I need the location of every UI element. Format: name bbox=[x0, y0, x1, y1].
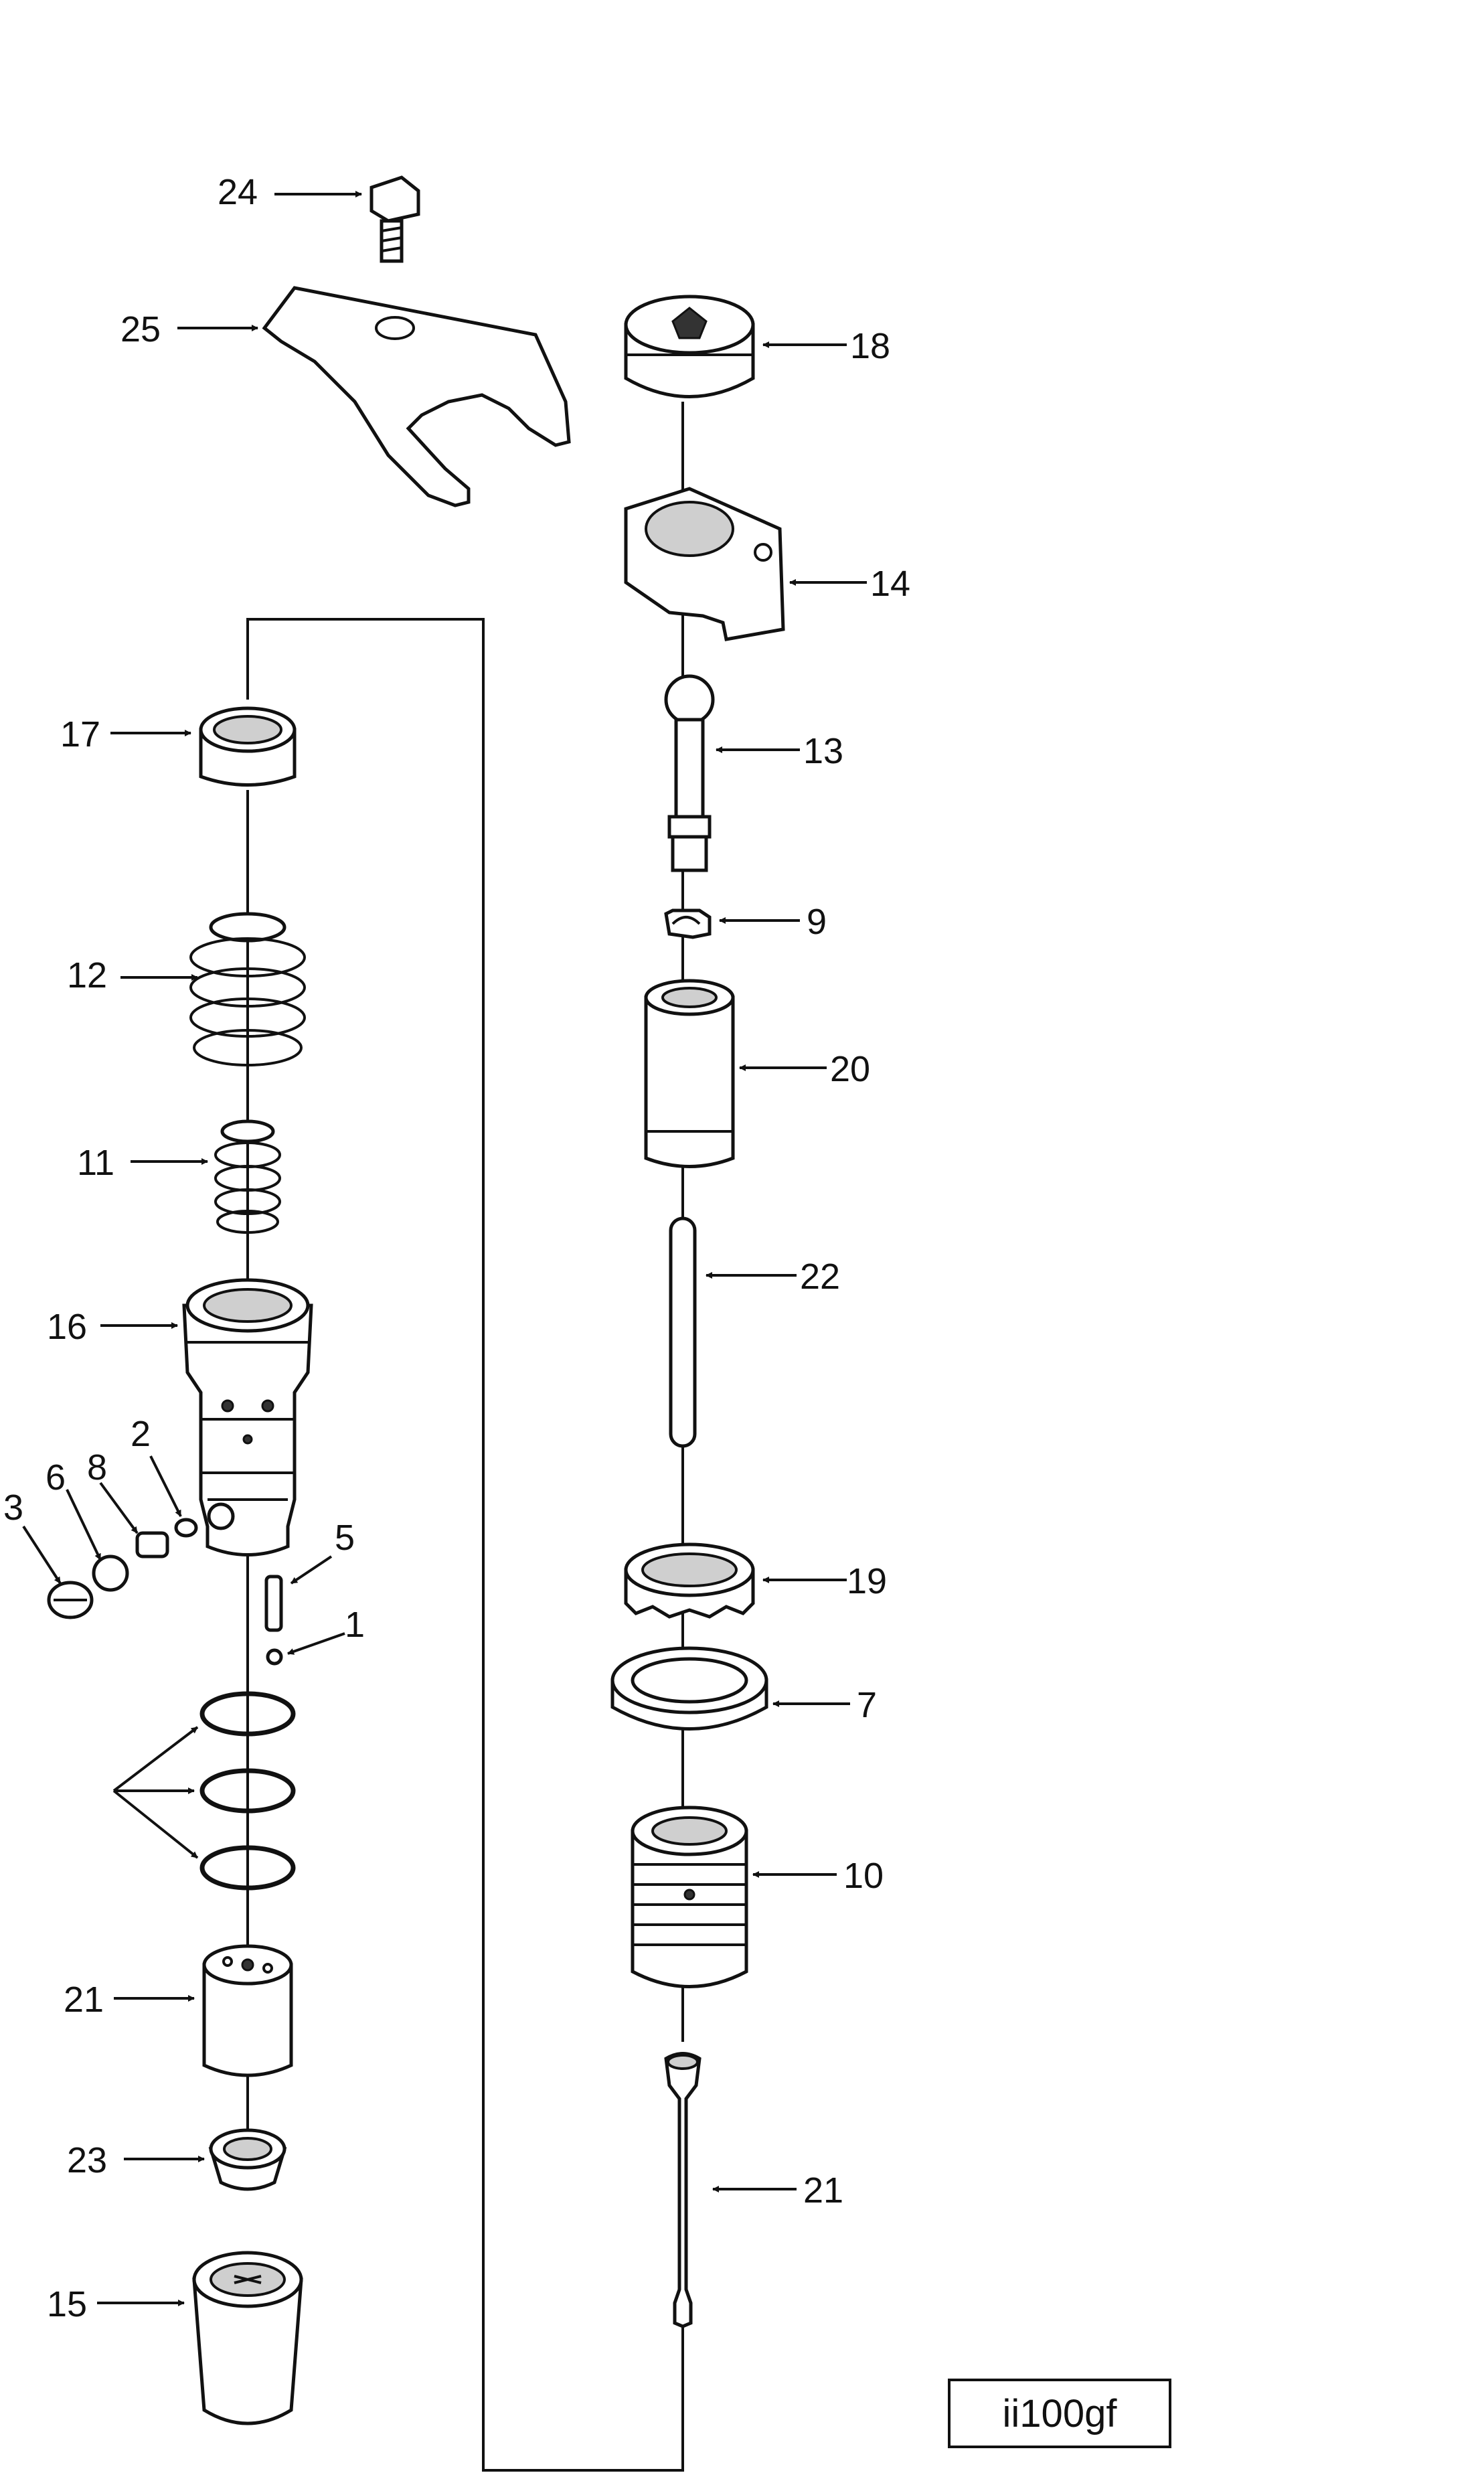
cap-18 bbox=[624, 295, 755, 398]
castle-nut-19 bbox=[624, 1542, 755, 1619]
nozzle-23 bbox=[208, 2128, 287, 2191]
label-16: 16 bbox=[47, 1307, 87, 1347]
pin-5 bbox=[264, 1575, 283, 1632]
sleeve-20 bbox=[644, 979, 735, 1168]
screw-3 bbox=[47, 1581, 94, 1619]
ball-6 bbox=[92, 1554, 129, 1592]
clip-9 bbox=[664, 908, 712, 939]
holder-21-left bbox=[202, 1944, 293, 2077]
label-25: 25 bbox=[120, 309, 161, 349]
label-10: 10 bbox=[843, 1856, 884, 1896]
label-5: 5 bbox=[335, 1518, 355, 1558]
needle-21-right bbox=[664, 2052, 702, 2328]
washer-7 bbox=[610, 1646, 768, 1731]
reference-code-box: ii100gf bbox=[948, 2379, 1171, 2448]
label-22: 22 bbox=[800, 1257, 840, 1297]
label-6: 6 bbox=[46, 1457, 66, 1498]
threaded-nut-10 bbox=[631, 1806, 748, 1988]
label-15: 15 bbox=[47, 2284, 87, 2324]
label-24: 24 bbox=[218, 172, 258, 212]
label-8: 8 bbox=[87, 1447, 107, 1488]
label-1: 1 bbox=[345, 1605, 365, 1645]
bolt-24 bbox=[369, 175, 420, 263]
label-12: 12 bbox=[67, 955, 107, 995]
label-21-right: 21 bbox=[803, 2170, 843, 2211]
label-11: 11 bbox=[77, 1143, 114, 1183]
label-20: 20 bbox=[830, 1049, 870, 1089]
label-18: 18 bbox=[850, 326, 890, 366]
clamp-25 bbox=[262, 286, 571, 507]
label-9: 9 bbox=[807, 902, 827, 942]
label-21-left: 21 bbox=[64, 1980, 104, 2020]
plug-8 bbox=[135, 1531, 169, 1558]
assembly-connection-line bbox=[246, 618, 684, 2472]
body-16 bbox=[182, 1278, 313, 1556]
label-2: 2 bbox=[131, 1414, 151, 1454]
ball-1 bbox=[266, 1648, 283, 1666]
label-3: 3 bbox=[3, 1488, 23, 1528]
label-23: 23 bbox=[67, 2140, 107, 2180]
nozzle-nut-15 bbox=[192, 2251, 303, 2425]
push-rod-13 bbox=[664, 674, 715, 872]
lever-14 bbox=[624, 487, 785, 641]
oring-2 bbox=[174, 1518, 198, 1538]
label-13: 13 bbox=[803, 731, 843, 771]
spring-12 bbox=[189, 912, 306, 1066]
orings-group bbox=[199, 1691, 296, 1891]
cup-17 bbox=[199, 706, 297, 787]
label-14: 14 bbox=[870, 564, 910, 604]
label-7: 7 bbox=[857, 1685, 877, 1725]
reference-code: ii100gf bbox=[1003, 2392, 1118, 2435]
spring-11 bbox=[214, 1119, 281, 1234]
pin-22 bbox=[669, 1216, 697, 1448]
label-17: 17 bbox=[60, 714, 100, 754]
label-19: 19 bbox=[847, 1561, 887, 1601]
